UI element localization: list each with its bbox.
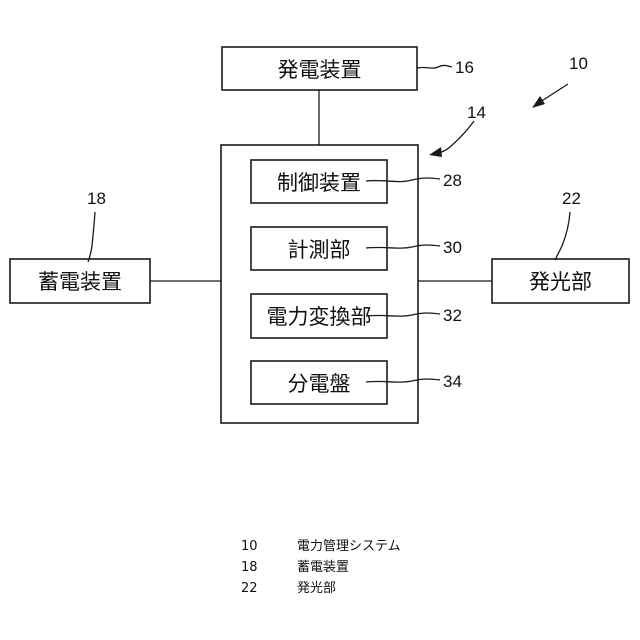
ref-32: 32 — [443, 306, 462, 325]
ref-30: 30 — [443, 238, 462, 257]
legend-label: 蓄電装置 — [297, 560, 349, 575]
control-label: 制御装置 — [277, 171, 361, 195]
converter-label: 電力変換部 — [267, 305, 372, 329]
storage-block: 蓄電装置 — [10, 259, 150, 303]
ref-16: 16 — [455, 58, 474, 77]
panel-label: 分電盤 — [288, 372, 351, 396]
legend-label: 発光部 — [297, 581, 336, 596]
reference-legend: 10 電力管理システム 18 蓄電装置 22 発光部 — [241, 539, 401, 596]
legend-label: 電力管理システム — [297, 539, 401, 554]
arrow-10 — [532, 84, 568, 108]
generator-label: 発電装置 — [278, 58, 362, 82]
ref-10: 10 — [569, 54, 588, 73]
storage-label: 蓄電装置 — [38, 270, 122, 294]
legend-num: 18 — [241, 560, 258, 575]
legend-num: 10 — [241, 539, 258, 554]
arrow-14 — [429, 147, 442, 157]
ref-28: 28 — [443, 171, 462, 190]
leader-line-22 — [555, 212, 570, 260]
leader-line-16 — [417, 65, 452, 68]
ref-18: 18 — [87, 189, 106, 208]
legend-num: 22 — [241, 581, 258, 596]
light-label: 発光部 — [529, 270, 592, 294]
ref-22: 22 — [562, 189, 581, 208]
leader-line-18 — [88, 212, 95, 262]
generator-block: 発電装置 — [222, 47, 417, 90]
ref-14: 14 — [467, 103, 486, 122]
light-block: 発光部 — [492, 259, 629, 303]
meter-label: 計測部 — [288, 238, 351, 262]
ref-34: 34 — [443, 372, 462, 391]
